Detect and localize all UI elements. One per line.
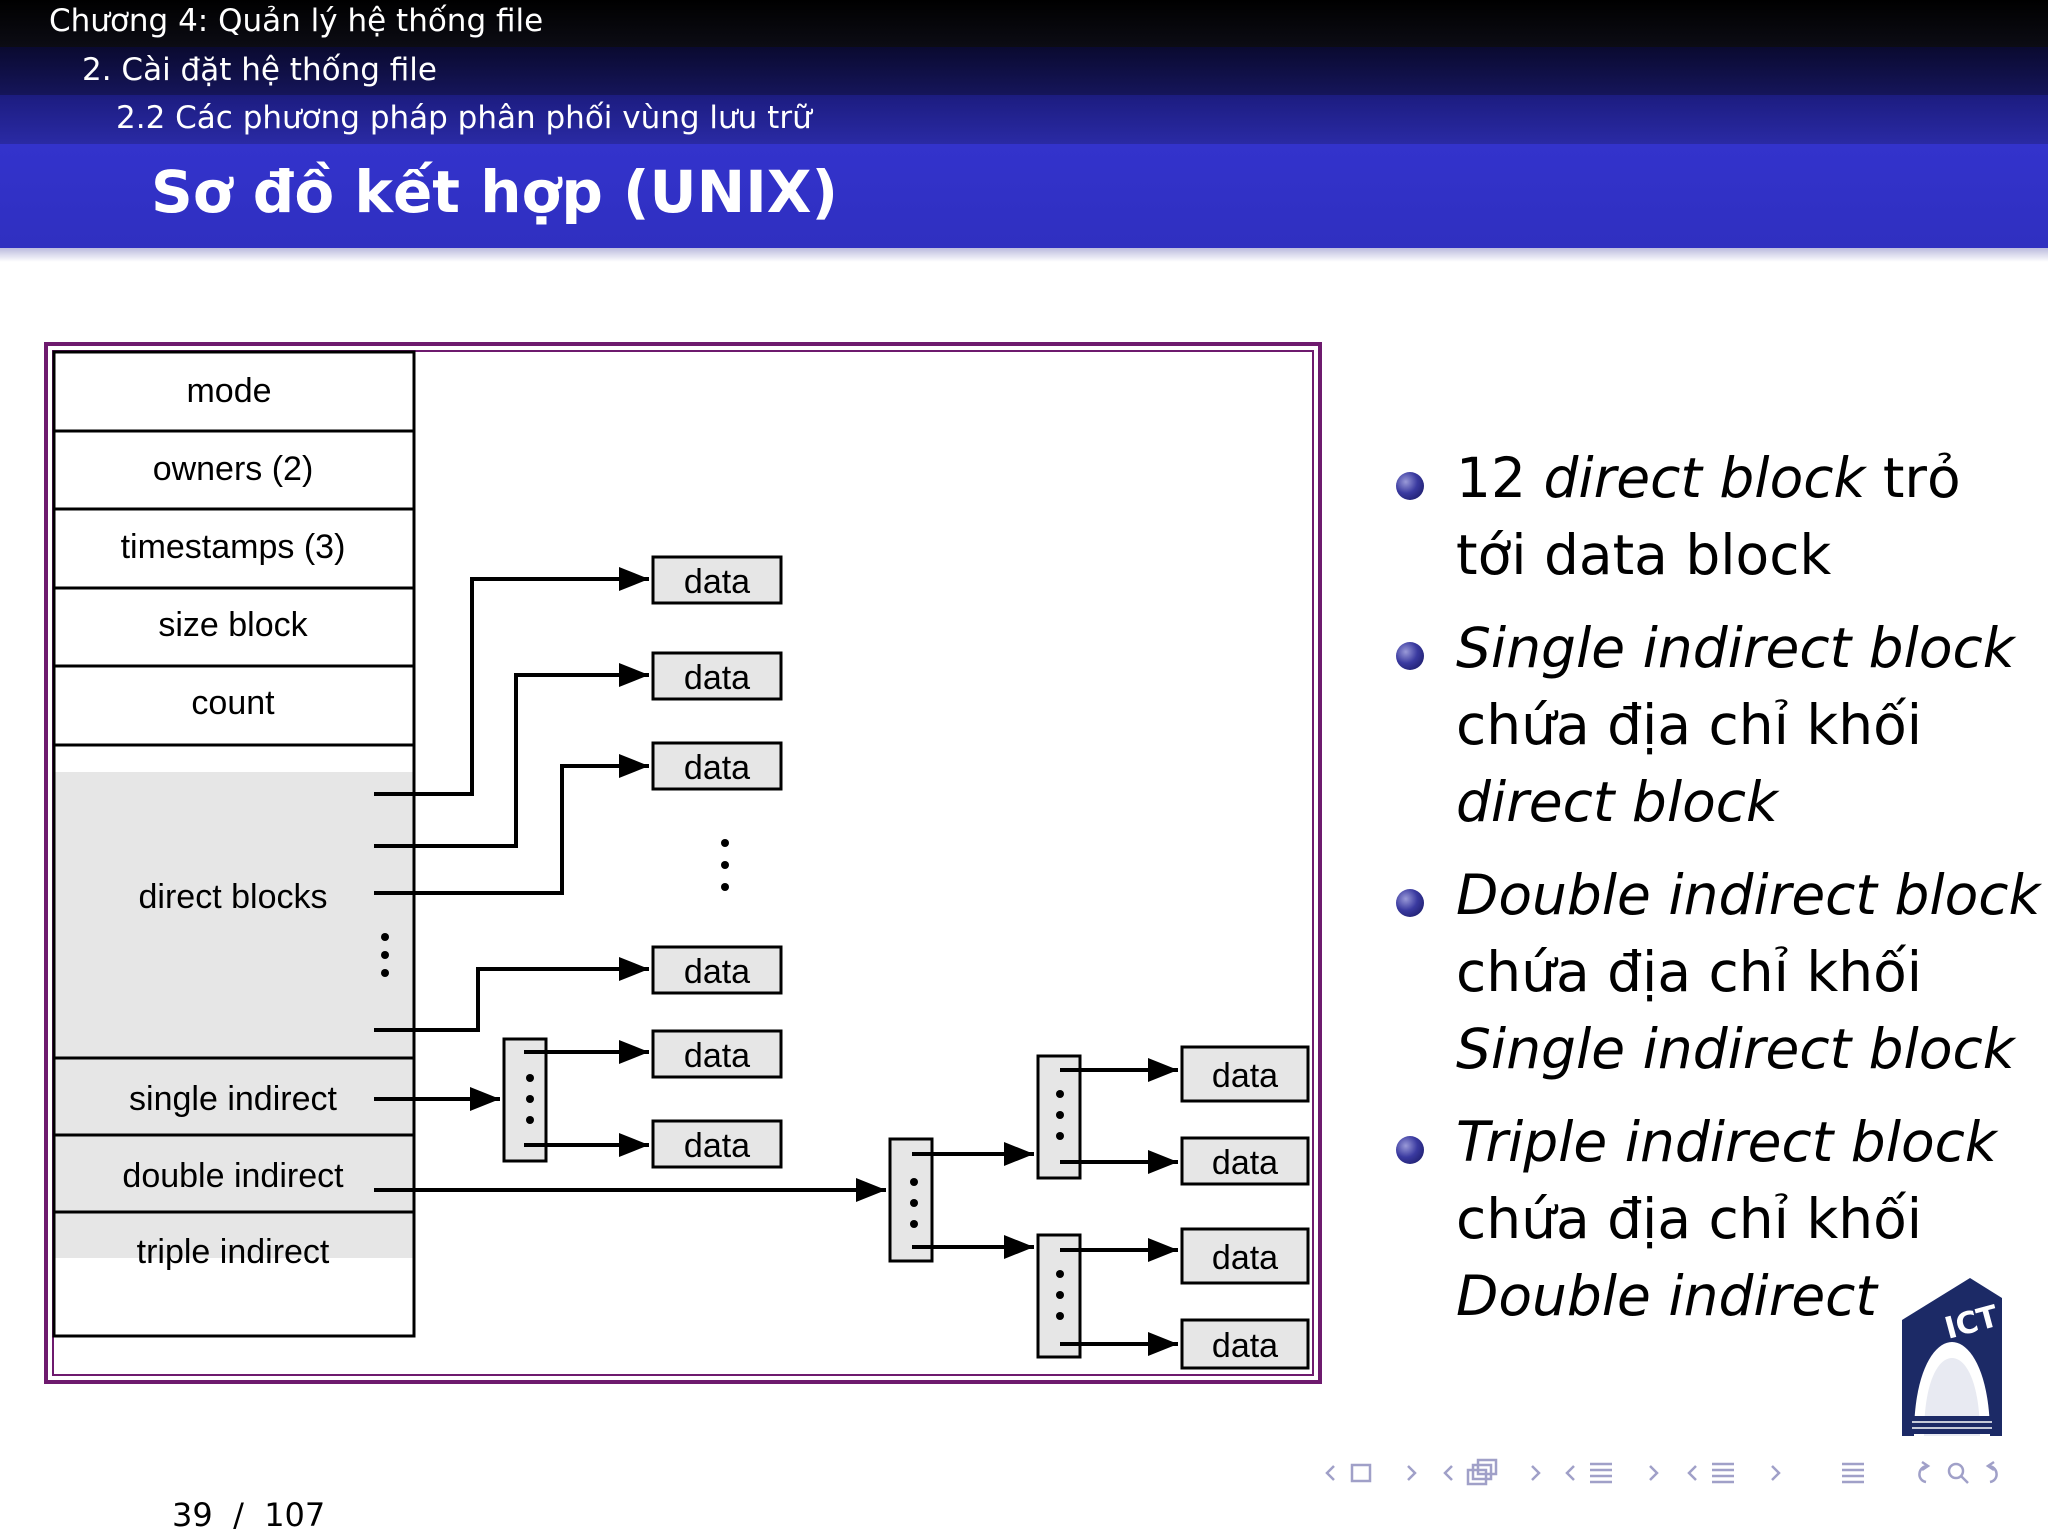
bullet-ball-icon (1396, 642, 1424, 670)
bullet-ball-icon (1396, 1136, 1424, 1164)
inode-table: mode owners (2) timestamps (3) size bloc… (52, 350, 416, 1338)
field-double-indirect: double indirect (122, 1157, 344, 1195)
field-mode: mode (186, 372, 271, 410)
university-logo: ICT (1902, 1278, 2002, 1436)
beamer-navigation (1325, 1458, 1998, 1486)
data-block (1180, 1318, 1310, 1370)
bullet-line: Double indirect (1456, 1264, 1877, 1328)
nav-search-icon[interactable] (1947, 1462, 1969, 1484)
data-block (651, 1029, 783, 1079)
data-label: data (1212, 1239, 1278, 1277)
data-block (651, 945, 783, 995)
direct-data-blocks: data data data data (651, 555, 783, 995)
subsubsection-title: 2.2 Các phương pháp phân phối vùng lưu t… (116, 100, 812, 136)
direct-pointers (374, 567, 649, 1032)
nav-next-icon[interactable] (1771, 1465, 1781, 1481)
bullet-item: 12 direct block trỏ tới data block (1396, 440, 2036, 594)
data-label: data (1212, 1144, 1278, 1182)
data-label: data (684, 749, 750, 787)
section-title: Chương 4: Quản lý hệ thống file (49, 3, 544, 39)
field-owners: owners (2) (153, 450, 314, 488)
data-label: data (684, 659, 750, 697)
nav-prev-icon[interactable] (1443, 1465, 1453, 1481)
nav-back-icon[interactable] (1918, 1460, 1931, 1484)
data-label: data (684, 1037, 750, 1075)
nav-document-icon[interactable] (1842, 1462, 1864, 1484)
bullet-item: Double indirect block chứa địa chỉ khối … (1396, 857, 2041, 1088)
nav-section-icon[interactable] (1712, 1462, 1734, 1484)
bullet-line: Triple indirect block (1456, 1110, 1997, 1174)
field-single-indirect: single indirect (129, 1080, 337, 1118)
bullet-line: Single indirect block (1456, 1017, 2015, 1081)
field-timestamps: timestamps (3) (121, 528, 346, 566)
data-label: data (684, 1127, 750, 1165)
nav-prev-icon[interactable] (1325, 1465, 1335, 1481)
data-label: data (684, 953, 750, 991)
data-block (651, 741, 783, 791)
double-indirect-chain: data data data data (374, 1045, 1310, 1370)
bullet-line: chứa địa chỉ khối (1456, 693, 1923, 757)
page-total: 107 (264, 1496, 326, 1534)
breadcrumb-subsubsection[interactable]: 2.2 Các phương pháp phân phối vùng lưu t… (0, 95, 2048, 144)
bullet-item: Single indirect block chứa địa chỉ khối … (1396, 610, 2036, 841)
page-number: 39 / 107 (172, 1496, 325, 1534)
data-block (1180, 1136, 1310, 1186)
page-current: 39 (172, 1496, 213, 1534)
data-block (651, 555, 783, 605)
data-label: data (1212, 1057, 1278, 1095)
bullet-item: Triple indirect block chứa địa chỉ khối … (1396, 1104, 2036, 1335)
nav-prev-icon[interactable] (1687, 1465, 1697, 1481)
nav-forward-icon[interactable] (1985, 1460, 1998, 1484)
field-size-block: size block (158, 606, 308, 644)
bullet-line: Double indirect block (1456, 863, 2041, 927)
nav-next-icon[interactable] (1407, 1465, 1417, 1481)
bullet-line: direct block (1456, 770, 1778, 834)
bullet-line: tới data block (1456, 523, 1832, 587)
nav-subsection-icon[interactable] (1590, 1462, 1612, 1484)
bullet-list: 12 direct block trỏ tới data block Singl… (1396, 440, 2041, 1351)
field-triple-indirect: triple indirect (137, 1233, 330, 1271)
data-block (1180, 1227, 1310, 1285)
field-direct-blocks: direct blocks (139, 878, 328, 916)
nav-frame-icon[interactable] (1350, 1463, 1372, 1483)
bullet-line: 12 direct block trỏ (1456, 446, 1961, 510)
frame-title-bar: Sơ đồ kết hợp (UNIX) (0, 144, 2048, 262)
nav-next-icon[interactable] (1531, 1465, 1541, 1481)
data-block (651, 1119, 783, 1169)
nav-slide-icon[interactable] (1466, 1458, 1498, 1486)
subsection-title: 2. Cài đặt hệ thống file (82, 52, 437, 88)
slide-title: Sơ đồ kết hợp (UNIX) (151, 158, 838, 226)
data-label: data (1212, 1327, 1278, 1365)
bullet-ball-icon (1396, 472, 1424, 500)
field-count: count (191, 684, 275, 722)
page-separator: / (233, 1496, 244, 1534)
data-block (1180, 1045, 1310, 1103)
data-block (651, 651, 783, 701)
breadcrumb-subsection[interactable]: 2. Cài đặt hệ thống file (0, 47, 2048, 95)
single-indirect-chain: data data (374, 1029, 783, 1169)
bullet-line: chứa địa chỉ khối (1456, 1187, 1923, 1251)
nav-prev-icon[interactable] (1565, 1465, 1575, 1481)
unix-inode-diagram: mode owners (2) timestamps (3) size bloc… (44, 342, 1322, 1384)
bullet-line: chứa địa chỉ khối (1456, 940, 1923, 1004)
nav-next-icon[interactable] (1649, 1465, 1659, 1481)
bullet-ball-icon (1396, 889, 1424, 917)
data-label: data (684, 563, 750, 601)
bullet-line: Single indirect block (1456, 616, 2015, 680)
breadcrumb-section[interactable]: Chương 4: Quản lý hệ thống file (0, 0, 2048, 47)
